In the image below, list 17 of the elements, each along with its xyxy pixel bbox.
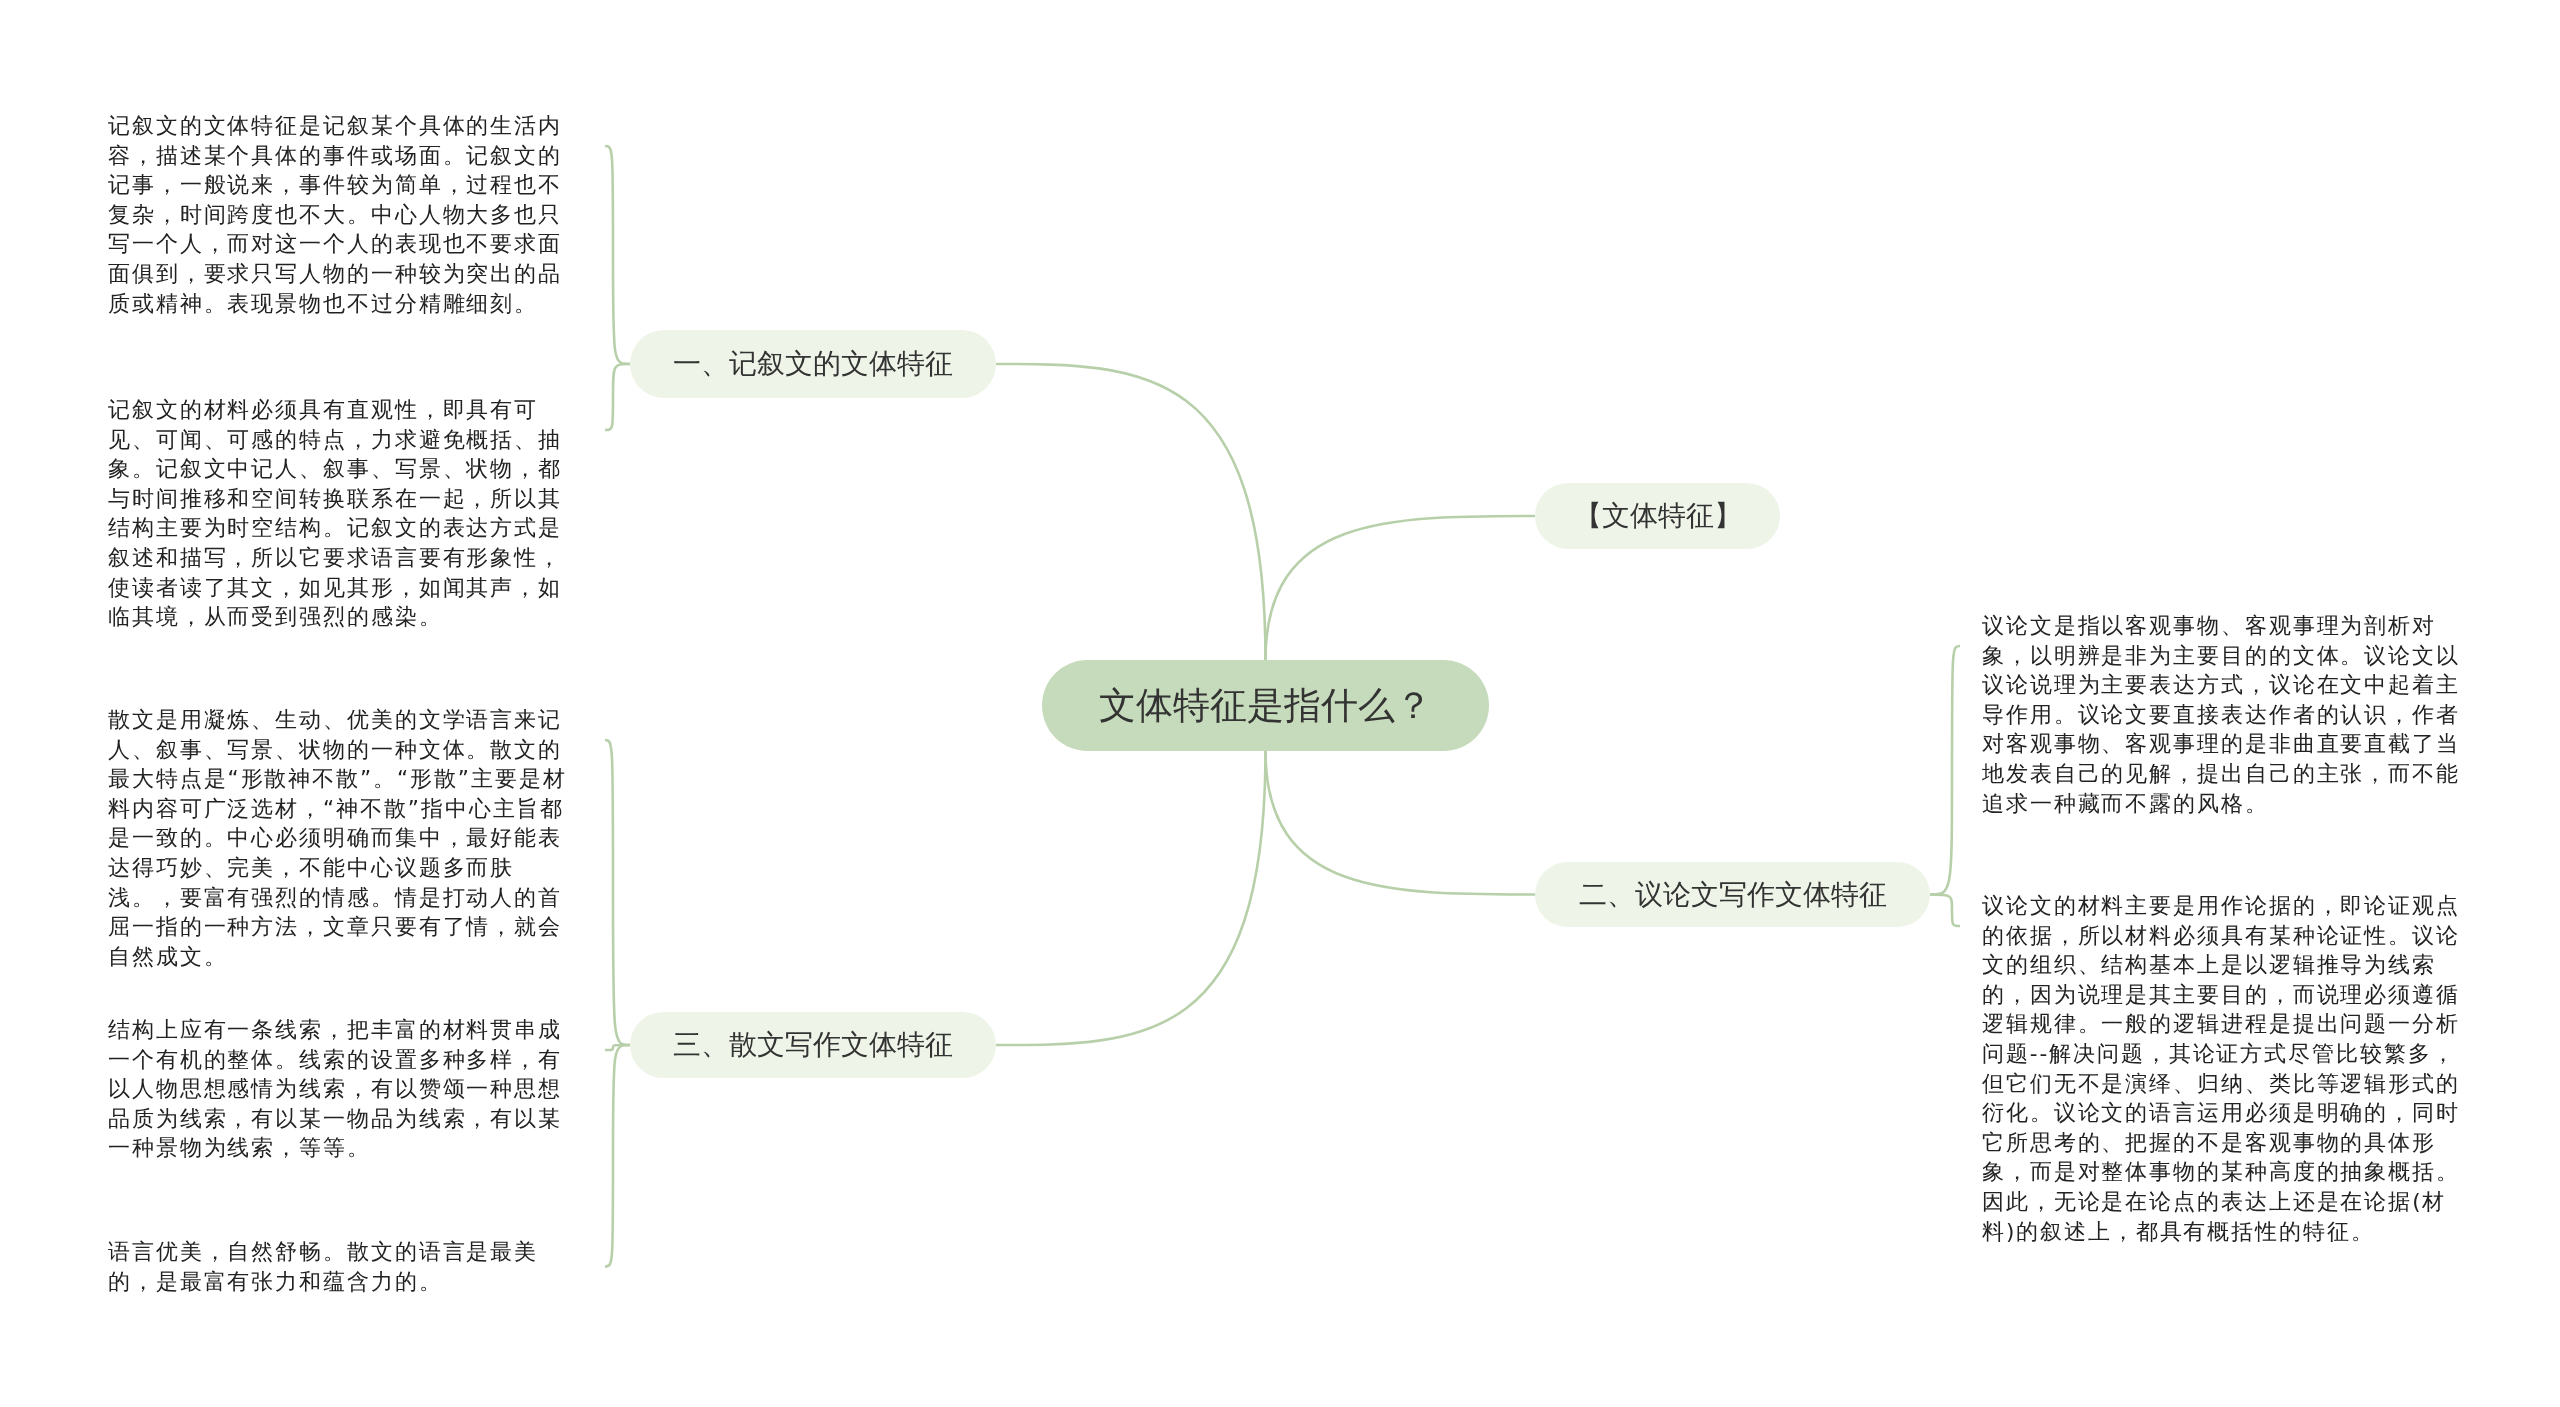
note-text: 散文是用凝炼、生动、优美的文学语言来记人、叙事、写景、状物的一种文体。散文的最大特点是“形散神不散”。“形散”主要是材料内容可广泛选材，“神不散”指中心主旨都是一致的。中心必须明确而集中，最好能表达得巧妙、完美，不能中心议题多而肤浅。，要富有强烈的情感。情是打动人的首屈一指的一种方法，文章只要有了情，就会自然成文。 [108,706,568,971]
note-text: 结构上应有一条线索，把丰富的材料贯串成一个有机的整体。线索的设置多种多样，有以人物思想感情为线索，有以赞颂一种思想品质为线索，有以某一物品为线索，有以某一种景物为线索，等等。 [108,1016,564,1163]
note-text: 记叙文的材料必须具有直观性，即具有可见、可闻、可感的特点，力求避免概括、抽象。记叙文中记人、叙事、写景、状物，都与时间推移和空间转换联系在一起，所以其结构主要为时空结构。记叙文的表达方式是叙述和描写，所以它要求语言要有形象性，使读者读了其文，如见其形，如闻其声，如临其境，从而受到强烈的感染。 [108,396,564,632]
connector-line [604,1043,631,1268]
branch-topic: 三、散文写作文体特征 [630,1012,996,1078]
branch-topic: 一、记叙文的文体特征 [630,330,996,398]
connector-line [1930,893,1961,928]
central-topic: 文体特征是指什么？ [1042,660,1489,751]
connector-line [604,362,630,432]
branch-topic: 【文体特征】 [1535,483,1780,549]
note-text: 语言优美，自然舒畅。散文的语言是最美的，是最富有张力和蕴含力的。 [108,1238,540,1296]
note-text: 议论文的材料主要是用作论据的，即论证观点的依据，所以材料必须具有某种论证性。议论文的组织、结构基本上是以逻辑推导为线索的，因为说理是其主要目的，而说理必须遵循逻辑规律。一般的逻辑进程是提出问题一分析问题--解决问题，其论证方式尽管比较繁多，但它们无不是演绎、归纳、类比等逻辑形式的衍化。议论文的语言运用必须是明确的，同时它所思考的、把握的不是客观事物的具体形象，而是对整体事物的某种高度的抽象概括。因此，无论是在论点的表达上还是在论据(材料)的叙述上，都具有概括性的特征。 [1982,892,2460,1246]
connector-line [1264,514,1535,661]
note-text: 记叙文的文体特征是记叙某个具体的生活内容，描述某个具体的事件或场面。记叙文的记事，一般说来，事件较为简单，过程也不复杂，时间跨度也不大。中心人物大多也只写一个人，而对这一个人的表现也不要求面面俱到，要求只写人物的一种较为突出的品质或精神。表现景物也不过分精雕细刻。 [108,112,564,318]
connector-line [996,750,1267,1047]
note-text: 议论文是指以客观事物、客观事理为剖析对象，以明辨是非为主要目的的文体。议论文以议论说理为主要表达方式，议论在文中起着主导作用。议论文要直接表达作者的认识，作者对客观事物、客观事理的是非曲直要直截了当地发表自己的见解，提出自己的主张，而不能追求一种藏而不露的风格。 [1982,612,2460,818]
branch-topic: 二、议论文写作文体特征 [1535,862,1930,927]
